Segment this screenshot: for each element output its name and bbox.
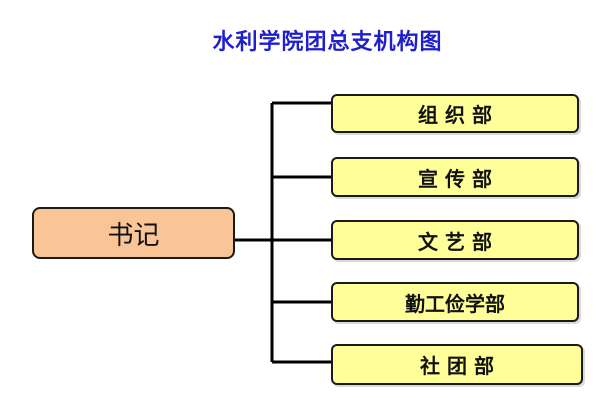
root-node-secretary: 书记 xyxy=(32,207,235,259)
diagram-title: 水利学院团总支机构图 xyxy=(212,29,443,55)
child-node-arts: 文 艺 部 xyxy=(331,220,579,260)
child-node-organization: 组 织 部 xyxy=(331,94,579,133)
child-node-work-study: 勤工俭学部 xyxy=(331,282,579,322)
child-node-publicity: 宣 传 部 xyxy=(331,157,579,197)
child-node-clubs: 社 团 部 xyxy=(331,344,583,385)
